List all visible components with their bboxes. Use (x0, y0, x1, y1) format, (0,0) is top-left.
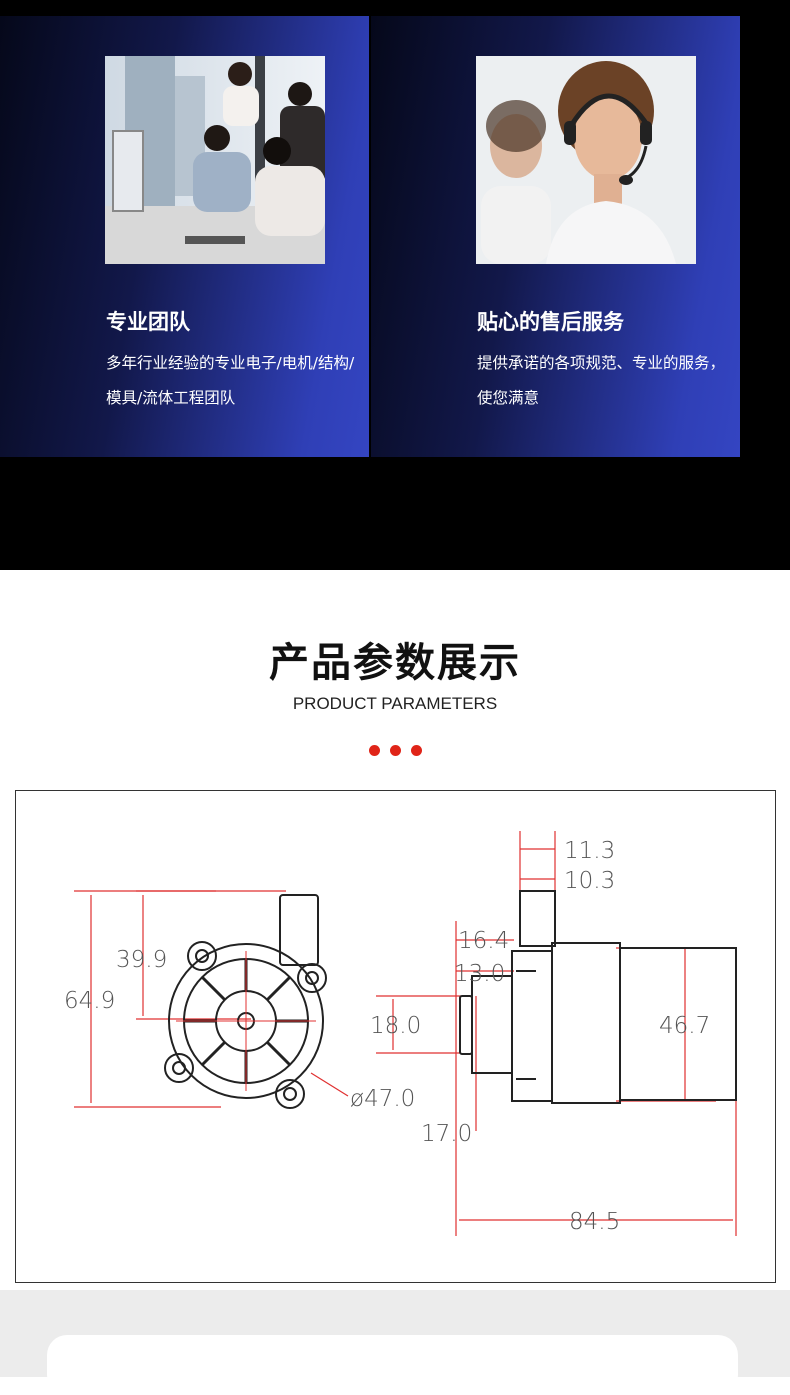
service-card: 贴心的售后服务 提供承诺的各项规范、专业的服务，使您满意 (371, 16, 740, 457)
dot-icon (411, 745, 422, 756)
team-service-banner: 专业团队 多年行业经验的专业电子/电机/结构/模具/流体工程团队 贴心的售后服务 (0, 0, 790, 570)
bottom-section (0, 1290, 790, 1395)
team-card: 专业团队 多年行业经验的专业电子/电机/结构/模具/流体工程团队 (0, 16, 369, 457)
dim-16-4: 16.4 (458, 928, 509, 954)
dim-diameter-47-0: ø47.0 (350, 1086, 415, 1112)
section-title: 产品参数展示 (269, 640, 521, 686)
pump-technical-drawing: 11.3 10.3 39.9 64.9 16.4 13.0 18.0 46.7 … (15, 790, 776, 1283)
dim-39-9: 39.9 (116, 947, 167, 973)
team-card-title: 专业团队 (106, 310, 190, 334)
dim-17-0: 17.0 (421, 1121, 472, 1147)
service-card-desc: 提供承诺的各项规范、专业的服务，使您满意 (477, 354, 726, 407)
decor-dots (369, 745, 423, 757)
dim-46-7: 46.7 (659, 1013, 710, 1039)
dim-10-3: 10.3 (564, 868, 615, 894)
team-card-desc: 多年行业经验的专业电子/电机/结构/模具/流体工程团队 (106, 354, 355, 407)
bottom-card (47, 1335, 738, 1395)
section-subtitle: PRODUCT PARAMETERS (292, 694, 498, 713)
dim-13-0: 13.0 (454, 961, 505, 987)
dim-11-3: 11.3 (564, 838, 615, 864)
team-photo (105, 56, 325, 264)
dim-84-5: 84.5 (569, 1209, 620, 1235)
dim-64-9: 64.9 (64, 988, 115, 1014)
dot-icon (390, 745, 401, 756)
service-card-title: 贴心的售后服务 (477, 310, 624, 334)
service-photo (476, 56, 696, 264)
dot-icon (369, 745, 380, 756)
dim-18-0: 18.0 (370, 1013, 421, 1039)
